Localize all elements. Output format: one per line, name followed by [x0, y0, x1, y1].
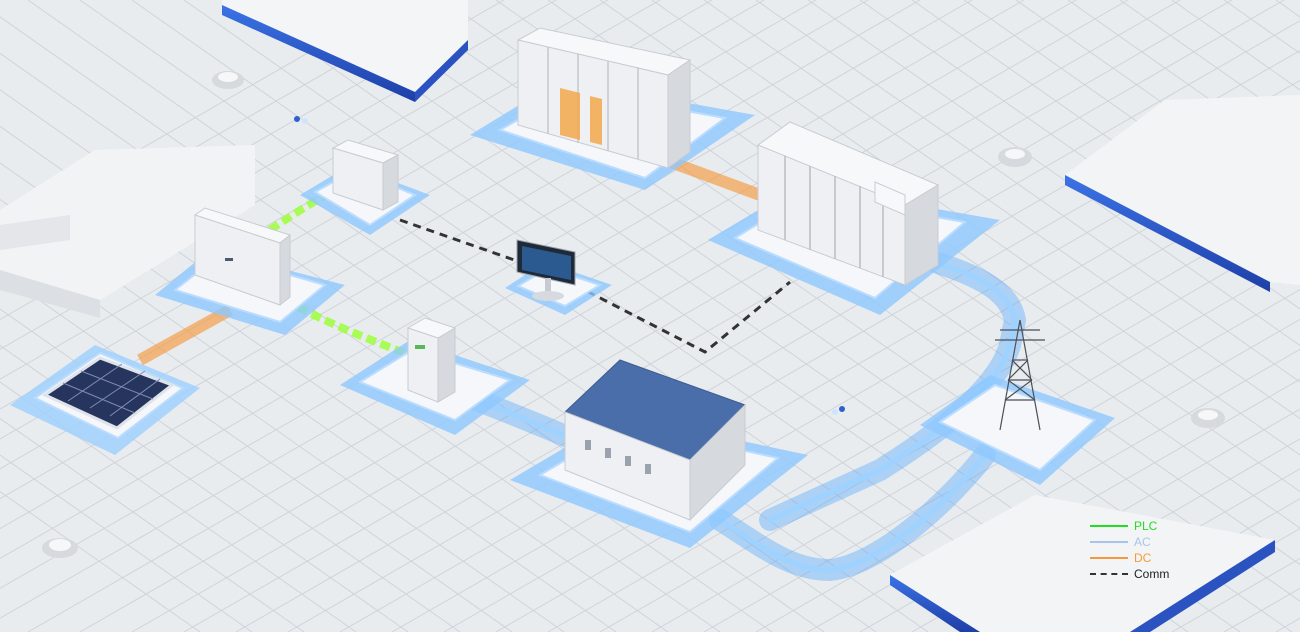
legend-item-plc: PLC [1090, 518, 1200, 534]
connection-ac-core [767, 259, 1019, 523]
ac-cabinet [406, 317, 457, 403]
floor-marker [212, 71, 244, 89]
connection-comm-combiner-to-controller [399, 218, 521, 264]
monitor-screen [516, 239, 576, 301]
legend: PLC AC DC Comm [1090, 518, 1200, 582]
connection-dc-pv-panel-to-pv-inverter [137, 304, 233, 366]
legend-label: DC [1134, 551, 1152, 565]
indicator-dots [294, 116, 845, 415]
floor-marker [998, 147, 1032, 167]
substation-building [564, 359, 746, 522]
block-left-stairs [0, 145, 255, 318]
connection-comm-controller-to-battery [574, 280, 791, 354]
connection-dc-pcs-to-battery [662, 154, 763, 201]
connection-ac-core [717, 452, 988, 574]
solar-panel [41, 356, 176, 430]
legend-label: AC [1134, 535, 1151, 549]
platform-grid [920, 375, 1115, 485]
legend-swatch [1090, 525, 1128, 527]
legend-swatch [1090, 557, 1128, 559]
legend-label: PLC [1134, 519, 1158, 533]
block-top [222, 0, 468, 102]
combiner-box [331, 139, 400, 211]
legend-swatch [1090, 541, 1128, 543]
floor-marker [42, 538, 78, 558]
block-bottom-right [890, 495, 1275, 632]
container-battery [756, 121, 940, 286]
legend-item-ac: AC [1090, 534, 1200, 550]
floor-marker [1191, 408, 1225, 428]
container-pcs [516, 27, 692, 169]
block-right [1065, 95, 1300, 292]
transmission-tower [995, 319, 1045, 431]
legend-swatch [1090, 573, 1128, 575]
pv-inverter [193, 207, 292, 307]
legend-item-dc: DC [1090, 550, 1200, 566]
legend-item-comm: Comm [1090, 566, 1200, 582]
legend-label: Comm [1134, 567, 1170, 581]
